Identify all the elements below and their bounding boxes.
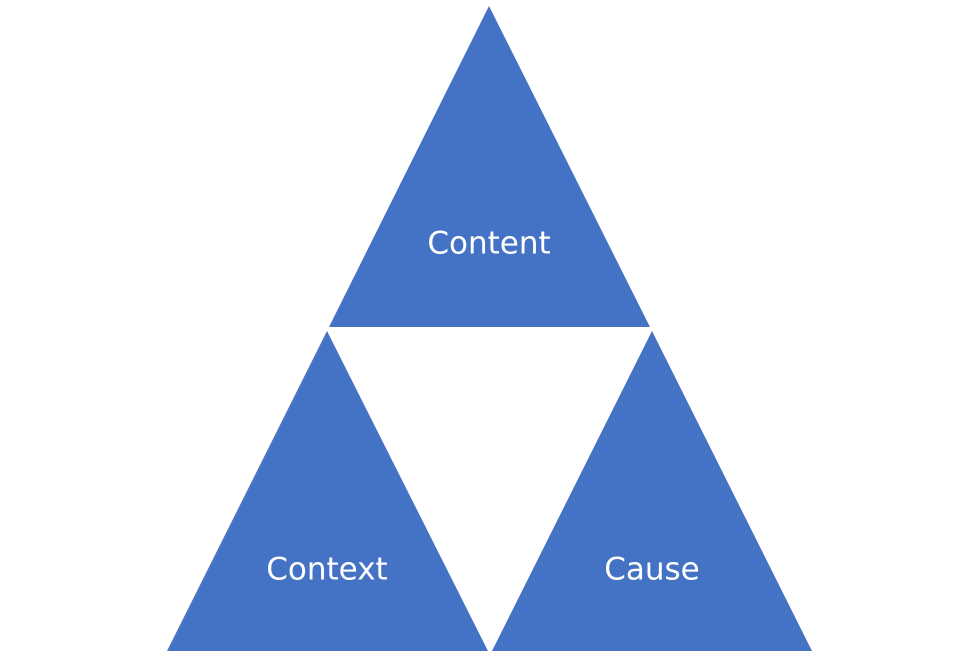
label-context: Context: [266, 552, 387, 588]
triangle-context: [167, 331, 488, 651]
label-cause: Cause: [604, 552, 700, 588]
label-content: Content: [427, 226, 550, 262]
triangle-cause: [492, 331, 812, 651]
triangle-content: [329, 6, 650, 327]
